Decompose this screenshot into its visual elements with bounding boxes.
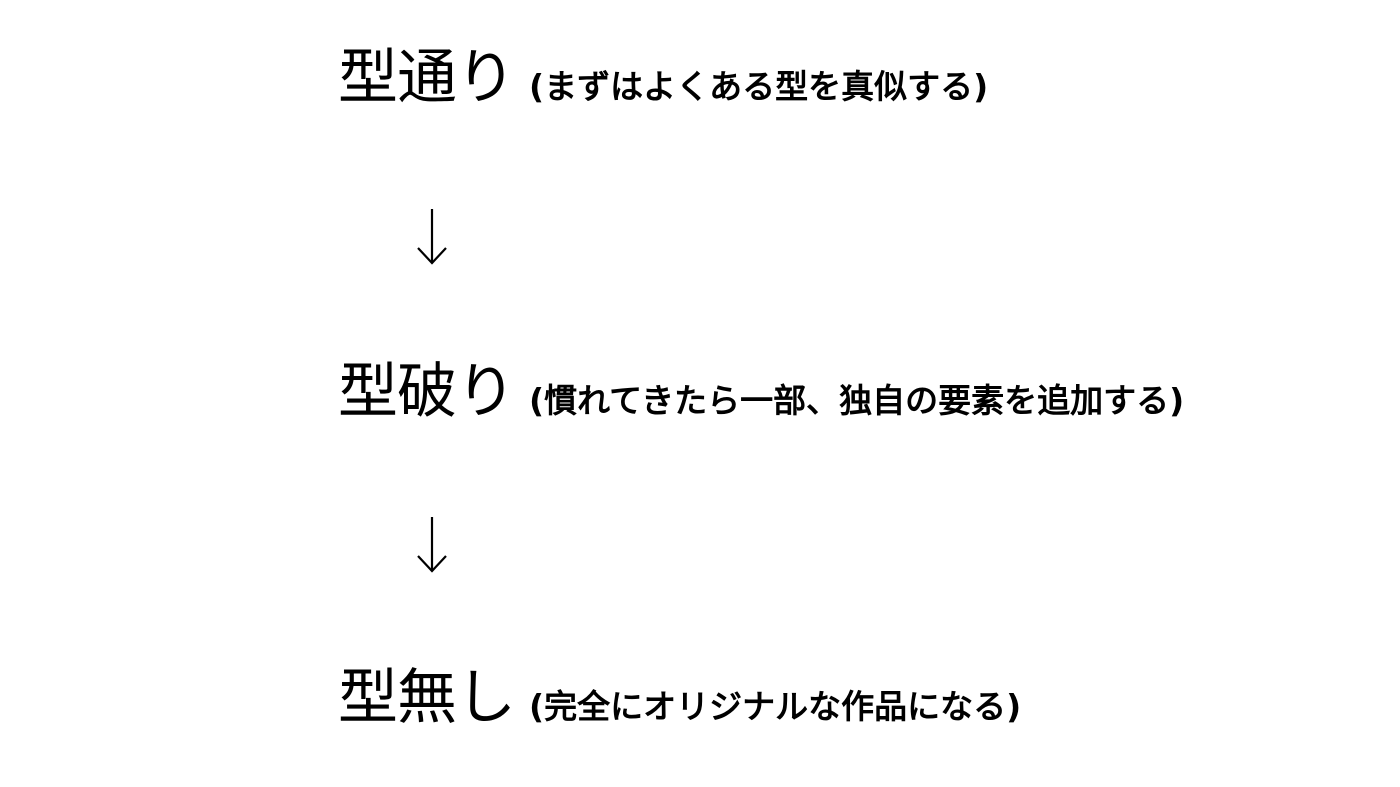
step-title: 型無し <box>338 663 516 733</box>
step-note: (慣れてきたら一部、独自の要素を追加する) <box>529 381 1185 420</box>
step-title: 型破り <box>338 357 516 427</box>
step-note: (まずはよくある型を真似する) <box>529 67 989 106</box>
step-katadoori: 型通り (まずはよくある型を真似する) <box>338 42 988 114</box>
down-arrow-icon <box>412 515 452 575</box>
step-title: 型通り <box>338 43 516 113</box>
progression-diagram: 型通り (まずはよくある型を真似する) 型破り (慣れてきたら一部、独自の要素を… <box>338 0 1378 787</box>
step-katanashi: 型無し (完全にオリジナルな作品になる) <box>338 662 1021 734</box>
step-note: (完全にオリジナルな作品になる) <box>529 687 1022 726</box>
step-katayaburi: 型破り (慣れてきたら一部、独自の要素を追加する) <box>338 356 1184 428</box>
down-arrow-icon <box>412 207 452 267</box>
